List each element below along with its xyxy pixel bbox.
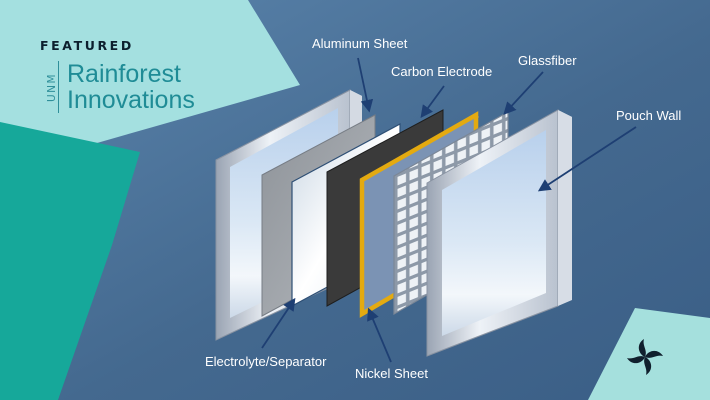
brand-block: FEATURED UNM Rainforest Innovations: [40, 38, 195, 113]
arrow-carbon: [420, 85, 445, 119]
teal-panel: [0, 122, 140, 400]
front-pouch-wall: [426, 109, 572, 357]
unm-wordmark: UNM: [40, 61, 59, 113]
brand-line-2: Innovations: [67, 86, 195, 114]
label-nickel-sheet: Nickel Sheet: [355, 366, 428, 381]
brand-line-1: Rainforest: [67, 60, 181, 88]
label-glassfiber: Glassfiber: [518, 53, 577, 68]
label-carbon-electrode: Carbon Electrode: [391, 64, 493, 79]
arrow-nickel: [367, 307, 392, 363]
arrow-glassfiber: [503, 71, 544, 115]
label-aluminum-sheet: Aluminum Sheet: [312, 36, 408, 51]
featured-label: FEATURED: [40, 38, 134, 53]
light-panel: [0, 0, 300, 152]
arrow-pouch: [537, 126, 637, 192]
callout-arrows: [261, 57, 637, 363]
arrow-aluminum: [357, 57, 374, 113]
arrow-electrolyte: [261, 297, 296, 349]
pinwheel-logo-icon: [624, 336, 666, 378]
brand-title: Rainforest Innovations: [59, 61, 195, 113]
label-pouch-wall: Pouch Wall: [616, 108, 682, 123]
label-electrolyte-separator: Electrolyte/Separator: [205, 354, 327, 369]
brand-row: UNM Rainforest Innovations: [40, 61, 195, 113]
